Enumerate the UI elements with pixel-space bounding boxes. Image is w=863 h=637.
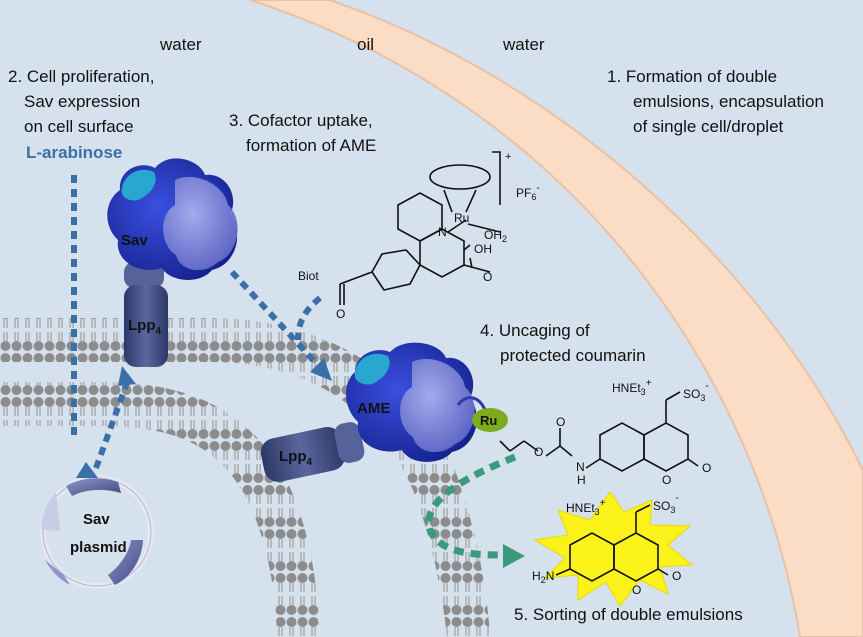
sav-protein — [107, 158, 238, 280]
ru-ball — [472, 408, 508, 432]
oil-band — [249, 0, 863, 637]
protected-coumarin-structure — [499, 391, 699, 472]
step3-line1: 3. Cofactor uptake, — [229, 111, 373, 130]
chem-cooh-oh: OH — [474, 242, 492, 256]
step2-line2: Sav expression — [24, 92, 141, 111]
step2-line3: on cell surface — [24, 117, 134, 136]
step4-line2: protected coumarin — [500, 346, 646, 365]
sav-plasmid — [40, 475, 154, 589]
plasmid-label-1: Sav — [83, 511, 110, 528]
ame-protein — [345, 342, 477, 462]
ru-cofactor-structure — [339, 151, 501, 305]
ame-label: AME — [357, 400, 390, 417]
step5-label: 5. Sorting of double emulsions — [514, 605, 743, 624]
chem-h2n: H2N — [532, 569, 554, 585]
chem-nh: N — [576, 460, 585, 474]
region-water-left: water — [160, 35, 202, 54]
chem-so3-top: SO3- — [683, 381, 709, 403]
chem-ketone-o: O — [702, 461, 711, 475]
chem-oh2: OH2 — [484, 228, 507, 244]
step3-line2: formation of AME — [246, 136, 377, 155]
chem-amide-o: O — [336, 307, 345, 321]
arrow-uncaging — [425, 453, 525, 568]
chem-pf6: PF6- — [516, 183, 540, 202]
chem-cooh-o: O — [483, 270, 492, 284]
region-water-right: water — [503, 35, 545, 54]
chem-charge: + — [505, 151, 511, 163]
arrow-sav-to-ame — [229, 269, 332, 381]
step4-line1: 4. Uncaging of — [480, 321, 590, 340]
chem-hnet3-top: HNEt3+ — [612, 378, 652, 397]
step1-line2: emulsions, encapsulation — [633, 92, 824, 111]
chem-biot: Biot — [298, 269, 319, 283]
aminocoumarin-structure — [555, 504, 669, 582]
lpp-anchor-2 — [260, 422, 365, 482]
chem-lactone-o-2: O — [632, 583, 641, 597]
chem-hnet3-bottom: HNEt3+ — [566, 498, 606, 517]
region-oil: oil — [357, 35, 375, 54]
chem-lactone-o: O — [662, 473, 671, 487]
lpp-anchor-1 — [124, 262, 168, 367]
chem-n-atom: N — [438, 225, 447, 239]
chem-carbamate-o2: O — [534, 445, 543, 459]
lpp-label-2: Lpp4 — [279, 448, 313, 468]
lpp-label-1: Lpp4 — [128, 317, 162, 337]
arrow-plasmid-to-lpp — [93, 366, 136, 470]
step1-line1: 1. Formation of double — [607, 67, 778, 86]
chem-carbamate-o1: O — [556, 415, 565, 429]
inducer-label: L-arabinose — [26, 143, 123, 162]
arrow-arabinose-to-plasmid — [71, 175, 98, 478]
chem-ketone-o-2: O — [672, 569, 681, 583]
chem-nh-h: H — [577, 473, 586, 487]
plasmid-label-2: plasmid — [70, 539, 127, 556]
step1-line3: of single cell/droplet — [633, 117, 784, 136]
sav-label: Sav — [121, 232, 148, 249]
inner-membrane — [0, 382, 320, 637]
chem-so3-bottom: SO3- — [653, 493, 679, 515]
step2-line1: 2. Cell proliferation, — [8, 67, 155, 86]
arrow-cofactor-curve — [295, 295, 322, 341]
ru-ball-label: Ru — [480, 413, 497, 428]
ru-linker — [456, 396, 487, 411]
chem-ru-atom: Ru — [454, 211, 469, 225]
